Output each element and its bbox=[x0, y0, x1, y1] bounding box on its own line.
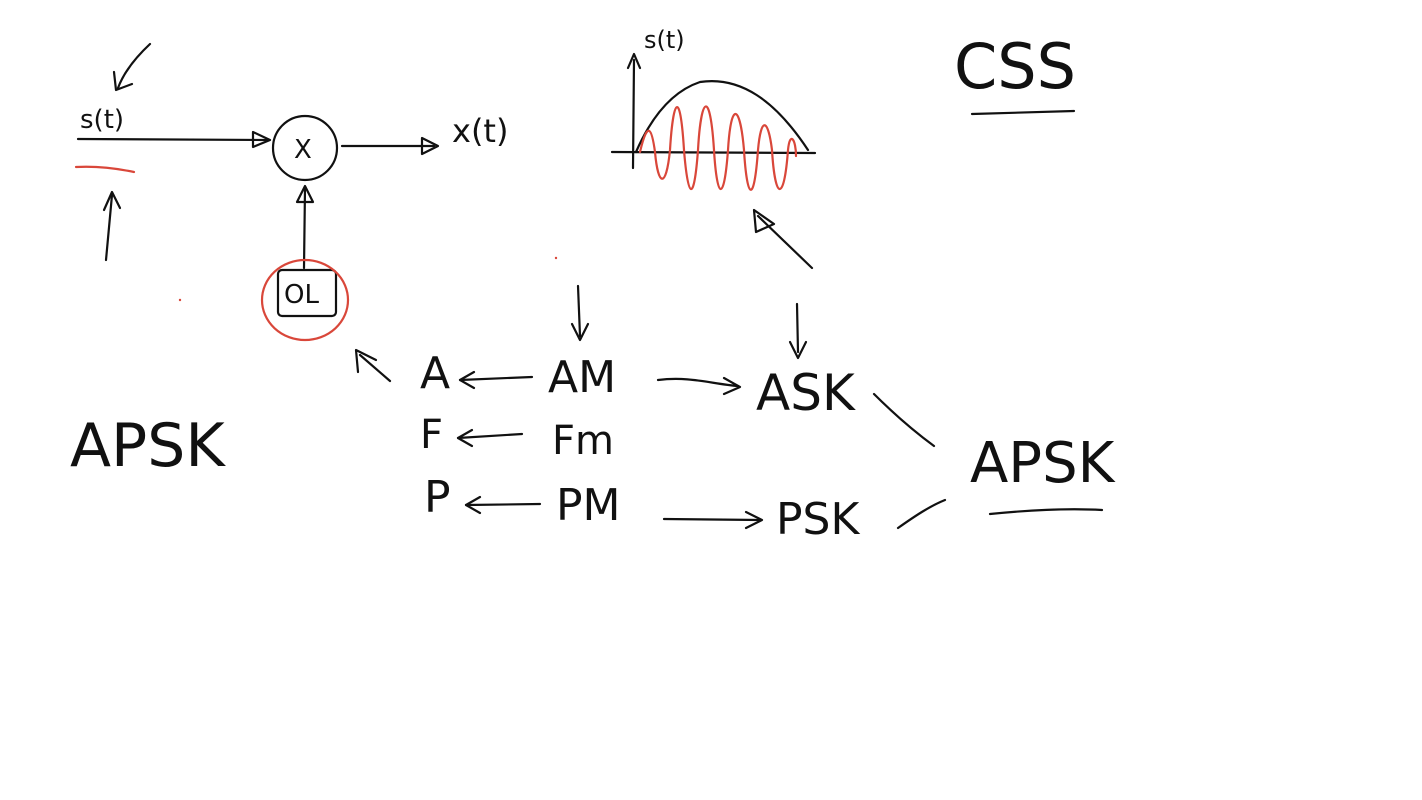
am-to-ask-line bbox=[656, 377, 740, 388]
am-down-arrow bbox=[576, 284, 582, 338]
pm-to-p-line bbox=[464, 502, 542, 507]
css-heading: CSS bbox=[954, 30, 1076, 103]
multiplier-symbol: X bbox=[294, 135, 312, 165]
param-a-label: A bbox=[420, 348, 450, 399]
am-to-a-line bbox=[458, 375, 534, 382]
pointer-arrowhead-up-left bbox=[102, 190, 122, 212]
waveform-pointer-arrow bbox=[756, 214, 814, 270]
oscillator-highlight-circle bbox=[260, 258, 350, 342]
multiplier-circle bbox=[271, 114, 339, 182]
fm-to-f-line bbox=[456, 432, 524, 440]
pointer-arrow-top bbox=[116, 42, 152, 90]
ask-down-arrow bbox=[795, 302, 800, 354]
oscillator-link-arrowhead bbox=[295, 184, 315, 204]
param-f-label: F bbox=[420, 412, 443, 458]
ask-to-apsk-line bbox=[872, 392, 936, 448]
output-arrowhead bbox=[420, 136, 440, 156]
ask-label: ASK bbox=[756, 364, 856, 422]
am-down-arrowhead bbox=[570, 322, 590, 342]
pointer-arrow-up-left bbox=[104, 193, 114, 262]
waveform-axis-label: s(t) bbox=[644, 26, 685, 54]
modulation-mapping: A AM F Fm P PM ASK PSK APSK bbox=[354, 284, 1116, 545]
waveform-sketch: s(t) bbox=[610, 26, 817, 270]
fm-label: Fm bbox=[552, 418, 614, 464]
pm-to-psk-line bbox=[662, 517, 762, 522]
amplitude-pointer-arrowhead bbox=[354, 348, 378, 374]
apsk-right-label: APSK bbox=[970, 431, 1116, 496]
input-arrowhead bbox=[251, 130, 272, 149]
waveform-pointer-arrowhead bbox=[752, 208, 776, 234]
am-label: AM bbox=[548, 352, 616, 403]
input-signal-label: s(t) bbox=[80, 105, 124, 135]
pointer-arrowhead-top bbox=[112, 70, 134, 92]
am-to-ask-arrowhead bbox=[722, 376, 742, 396]
apsk-left-label: APSK bbox=[70, 411, 226, 481]
am-to-a-arrowhead bbox=[458, 370, 476, 390]
pm-label: PM bbox=[556, 480, 621, 531]
psk-label: PSK bbox=[776, 494, 860, 545]
envelope-curve bbox=[634, 80, 810, 154]
fm-to-f-arrowhead bbox=[456, 428, 474, 448]
mixer-diagram: s(t) X x(t) OL bbox=[74, 42, 508, 342]
output-signal-label: x(t) bbox=[452, 112, 508, 150]
apsk-right-underline bbox=[988, 508, 1104, 516]
css-underline bbox=[970, 109, 1076, 116]
oscillator-box bbox=[276, 268, 338, 318]
input-underline bbox=[74, 165, 136, 174]
waveform-y-axis bbox=[631, 58, 636, 170]
pm-to-p-arrowhead bbox=[464, 495, 482, 515]
ask-down-arrowhead bbox=[788, 340, 808, 360]
input-line bbox=[76, 137, 270, 142]
waveform-y-arrowhead bbox=[626, 52, 642, 70]
stray-dot bbox=[178, 298, 182, 302]
stray-dot bbox=[554, 256, 558, 260]
oscillator-label: OL bbox=[284, 280, 319, 310]
psk-to-apsk-line bbox=[896, 498, 947, 530]
param-p-label: P bbox=[424, 472, 451, 523]
amplitude-pointer-arrow bbox=[358, 353, 392, 383]
oscillator-link-line bbox=[302, 186, 307, 270]
pm-to-psk-arrowhead bbox=[744, 510, 764, 530]
carrier-wave bbox=[638, 105, 798, 191]
